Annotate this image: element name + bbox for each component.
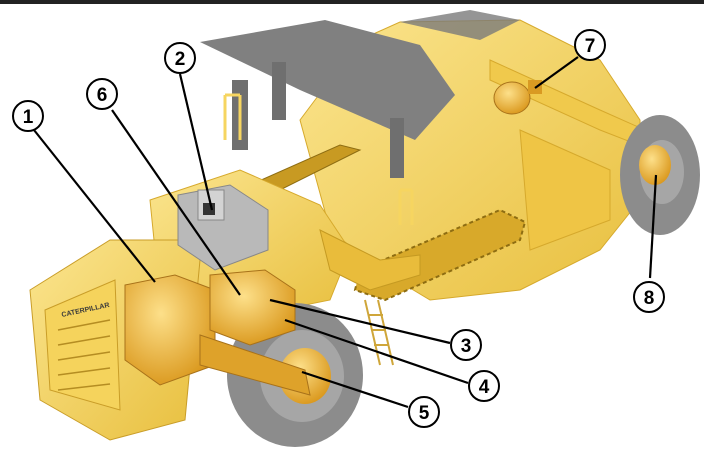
leader-7: [534, 56, 579, 89]
callout-8: 8: [633, 281, 665, 313]
callout-8-label: 8: [644, 288, 655, 309]
leader-3: [269, 298, 451, 345]
leader-8: [648, 174, 658, 279]
leader-1: [33, 129, 156, 283]
callout-1: 1: [12, 100, 44, 132]
rear-tire: [620, 115, 700, 235]
callout-1-label: 1: [23, 107, 34, 128]
callout-2-label: 2: [175, 49, 186, 70]
leader-4: [284, 318, 469, 385]
callout-7-label: 7: [585, 36, 596, 57]
upper-pivot: [493, 80, 542, 115]
leader-6: [111, 109, 241, 296]
callout-5: 5: [408, 396, 440, 428]
top-rule: [0, 0, 704, 4]
callout-3-label: 3: [461, 336, 472, 357]
engine-component: [124, 269, 311, 396]
callout-4: 4: [468, 370, 500, 402]
callout-4-label: 4: [479, 377, 490, 398]
callout-5-label: 5: [419, 403, 430, 424]
callout-7: 7: [574, 29, 606, 61]
callout-6-label: 6: [97, 85, 108, 106]
callout-3: 3: [450, 329, 482, 361]
leader-5: [301, 370, 409, 409]
leader-lines: [33, 56, 658, 409]
callout-6: 6: [86, 78, 118, 110]
leader-2: [178, 73, 214, 211]
callout-2: 2: [164, 42, 196, 74]
